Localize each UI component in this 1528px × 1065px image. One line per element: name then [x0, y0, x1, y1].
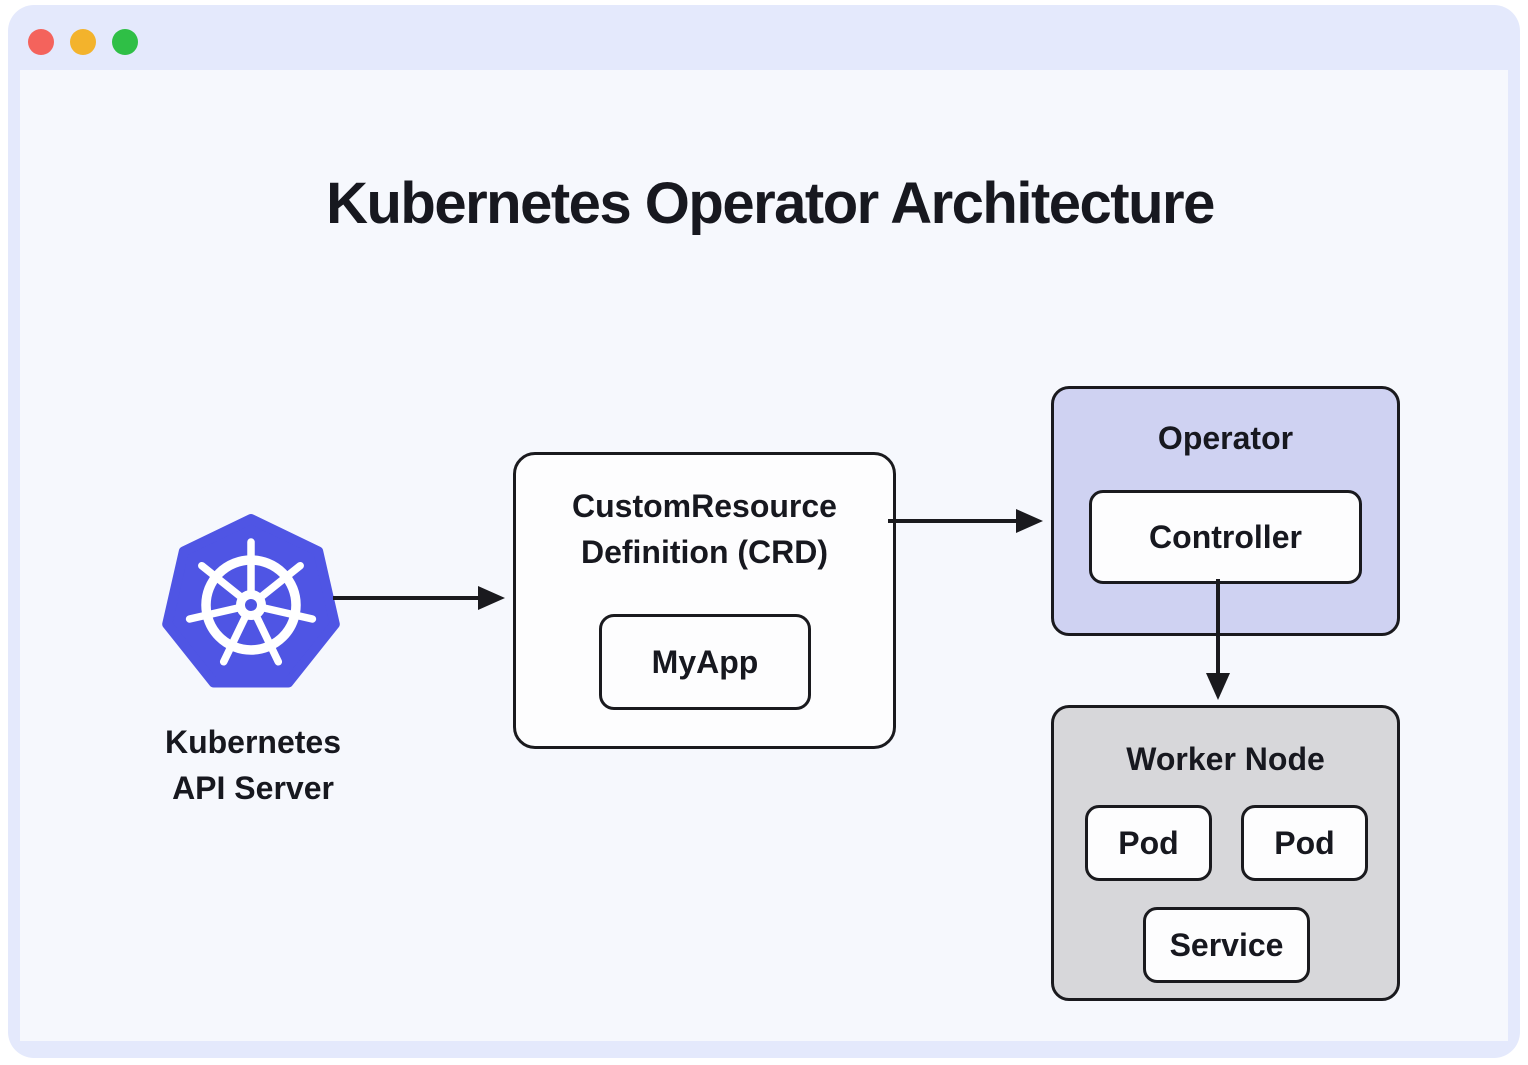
diagram-canvas: Kubernetes Operator Architecture	[20, 70, 1508, 1041]
api-server-label-line2: API Server	[172, 770, 334, 806]
crd-node: CustomResource Definition (CRD)	[513, 452, 896, 749]
operator-title: Operator	[1157, 420, 1294, 456]
api-server-label: Kubernetes API Server	[118, 719, 388, 811]
service-label: Service	[1169, 926, 1284, 963]
kubernetes-logo-icon	[162, 514, 340, 688]
worker-node-title: Worker Node	[1126, 741, 1325, 777]
app-window: Kubernetes Operator Architecture	[8, 5, 1520, 1058]
crd-title-line1: CustomResource	[572, 488, 837, 524]
crd-title-line2: Definition (CRD)	[580, 534, 829, 570]
myapp-node: MyApp	[599, 614, 811, 710]
minimize-button[interactable]	[70, 29, 96, 55]
crd-title: CustomResource Definition (CRD)	[516, 483, 893, 575]
close-button[interactable]	[28, 29, 54, 55]
service-node: Service	[1143, 907, 1310, 983]
controller-label: Controller	[1149, 518, 1302, 555]
window-titlebar	[8, 5, 1520, 70]
maximize-button[interactable]	[112, 29, 138, 55]
pod-label-2: Pod	[1274, 824, 1335, 861]
pod-label-1: Pod	[1118, 824, 1179, 861]
pod-node-1: Pod	[1085, 805, 1212, 881]
page-title: Kubernetes Operator Architecture	[326, 171, 1215, 236]
pod-node-2: Pod	[1241, 805, 1368, 881]
api-server-label-line1: Kubernetes	[164, 724, 342, 760]
myapp-label: MyApp	[651, 643, 759, 680]
controller-node: Controller	[1089, 490, 1362, 584]
